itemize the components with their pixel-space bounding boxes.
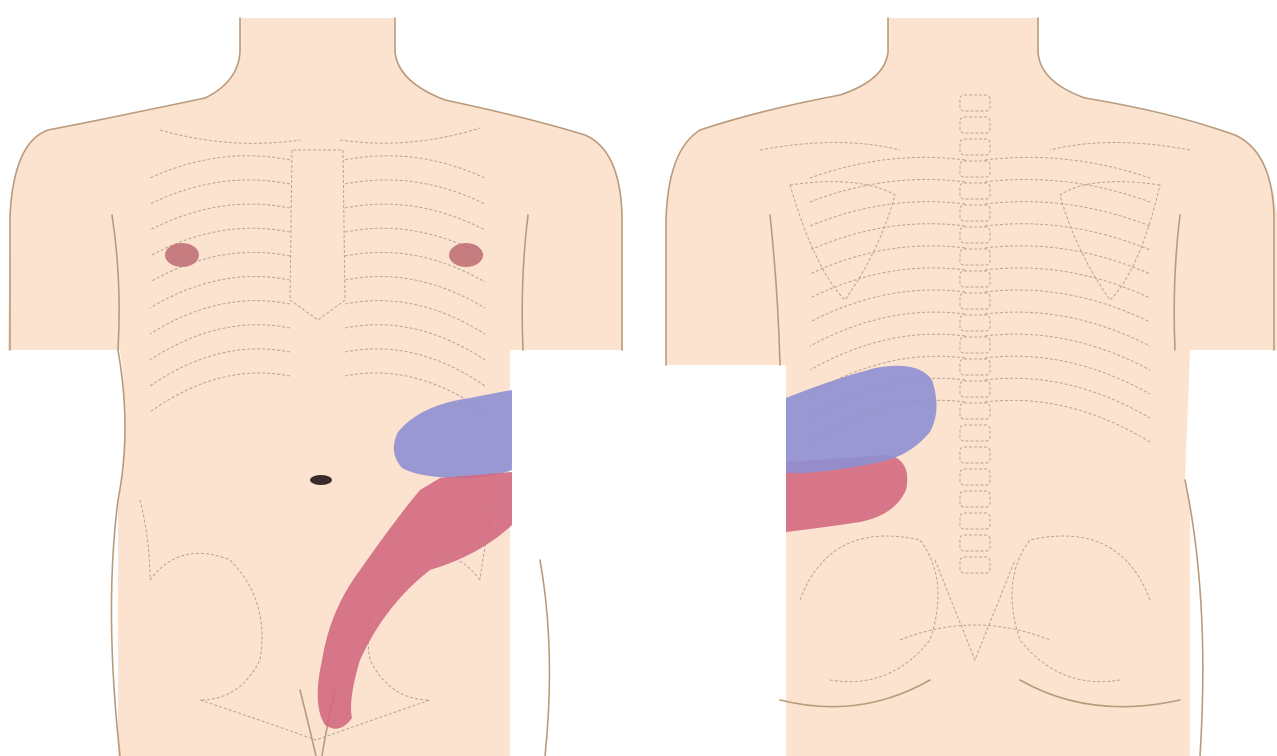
anterior-torso-view [0, 18, 630, 756]
right-nipple [449, 243, 483, 267]
navel [310, 475, 332, 485]
posterior-torso-view [666, 18, 1277, 756]
left-nipple [165, 243, 199, 267]
